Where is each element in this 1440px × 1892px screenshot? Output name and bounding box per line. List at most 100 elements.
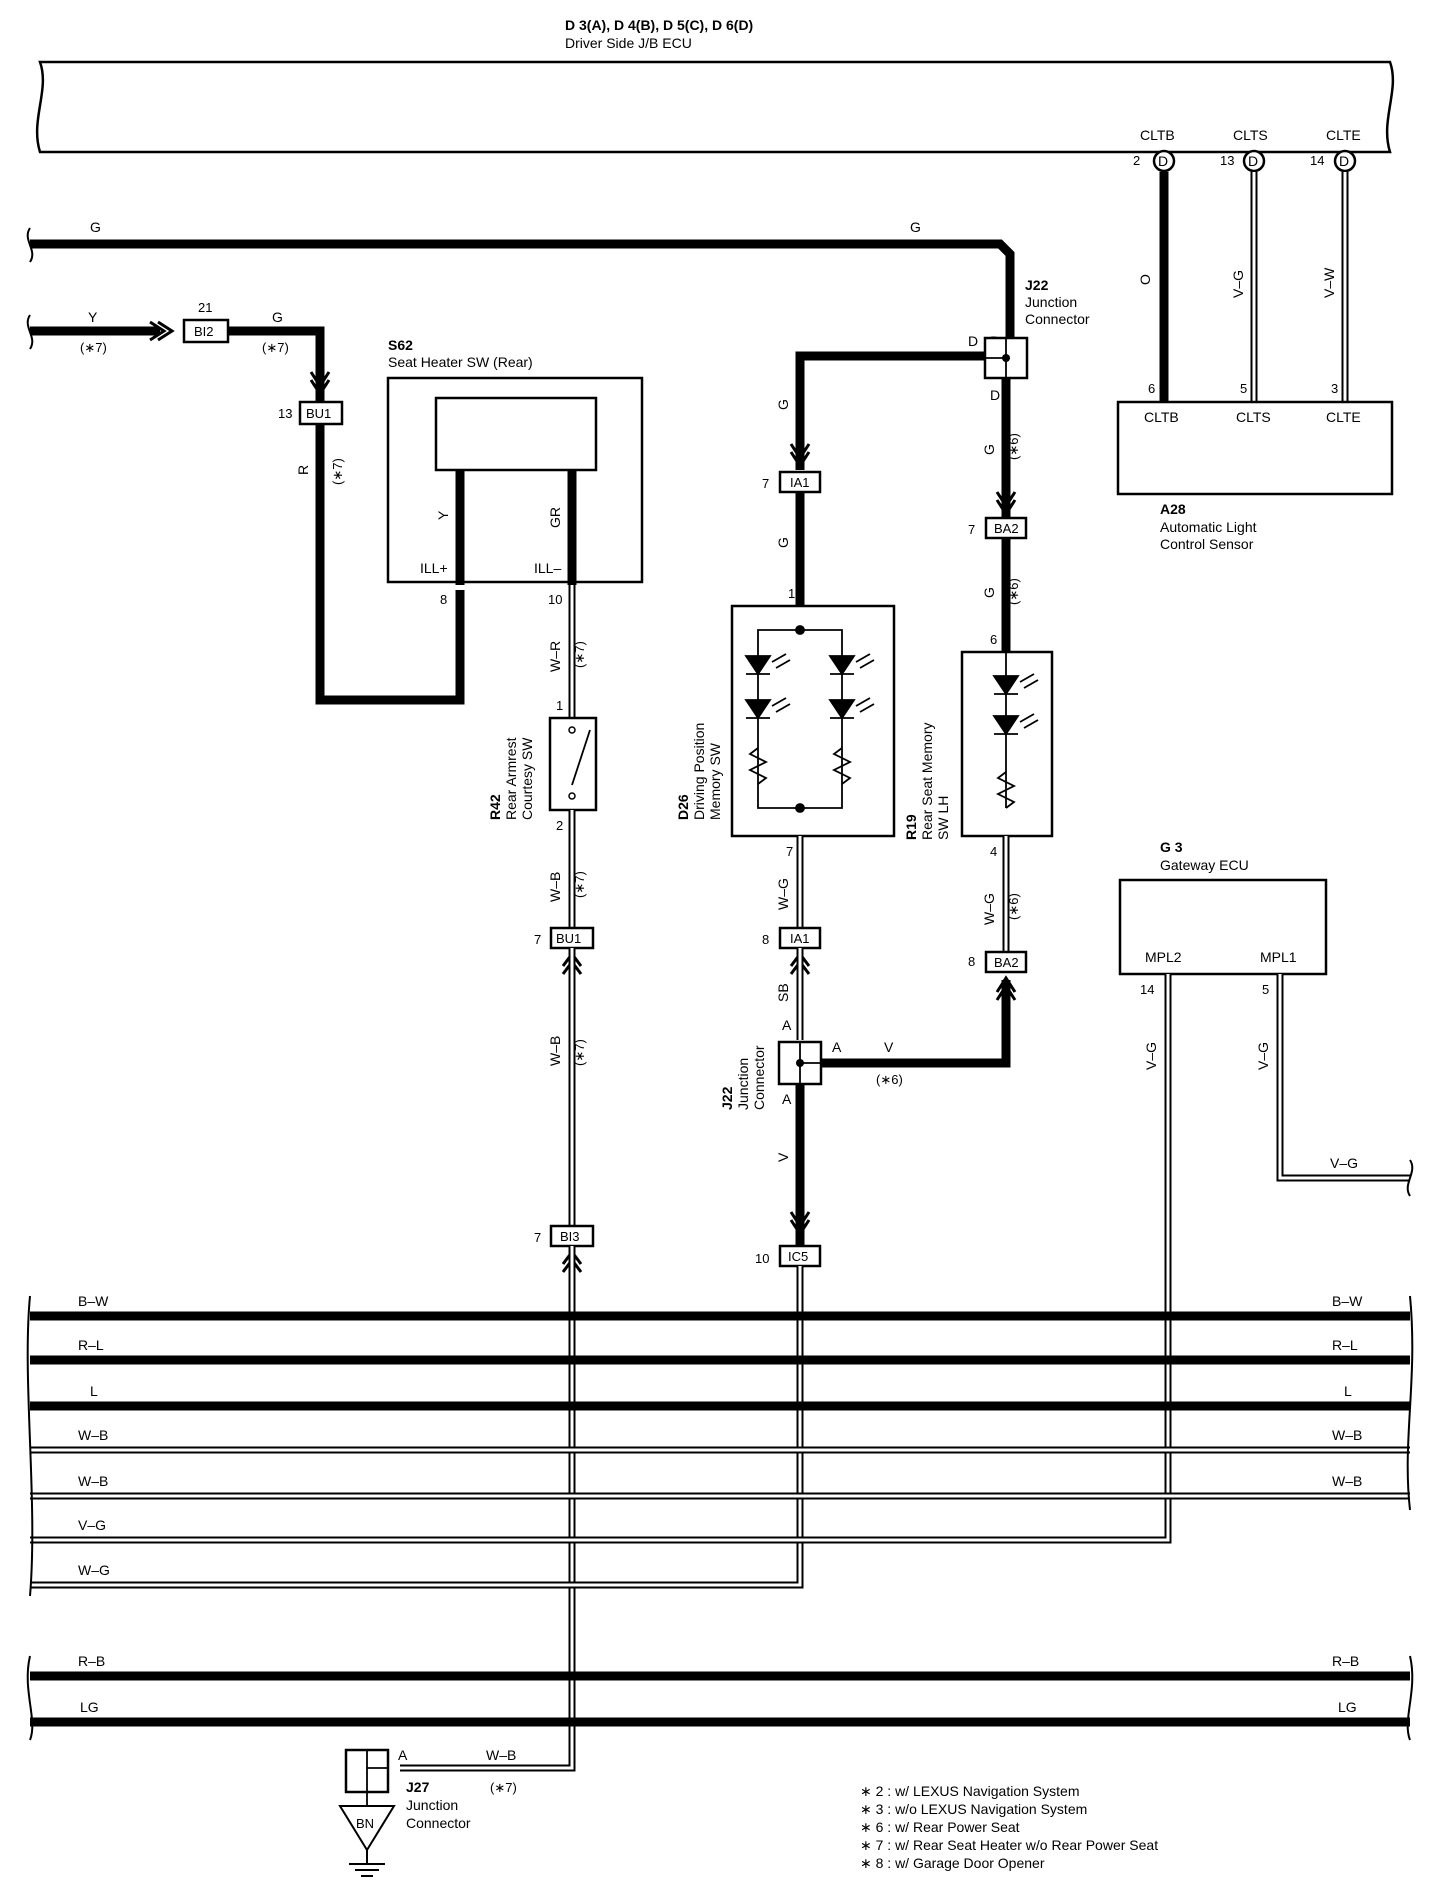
ba2-pin: 7 [968,522,975,537]
wire-note-r19: (∗6) [1006,578,1021,605]
r42-name1: Rear Armrest [503,737,519,820]
bus-r-l: R–L R–L [30,1337,1410,1365]
svg-text:LG: LG [80,1699,99,1715]
wire-label-sb: SB [775,983,791,1002]
svg-text:LG: LG [1338,1699,1357,1715]
svg-text:CLTE: CLTE [1326,127,1361,143]
wire-note-w-b-1: (∗7) [572,871,587,898]
s62-lamp [434,396,598,472]
wire-r [315,424,465,705]
wire-label-g-left: G [90,219,101,235]
wire-label-s62-y: Y [435,510,451,520]
ic5-pin: 10 [755,1251,769,1266]
svg-text:R–L: R–L [78,1337,104,1353]
arrow [789,443,811,469]
wire-label-v-g-right: V–G [1330,1155,1358,1171]
wire-ic5-down [30,1266,804,1589]
svg-text:CLTS: CLTS [1233,127,1268,143]
d26-pin1: 1 [788,586,795,601]
note-3: ∗ 3 : w/o LEXUS Navigation System [860,1801,1087,1817]
g3-pin5: 5 [1262,982,1269,997]
wire-label-o: O [1137,274,1153,285]
svg-text:R–L: R–L [1332,1337,1358,1353]
bu1b-pin: 7 [534,932,541,947]
bus-b-w: B–W B–W [30,1293,1410,1321]
j22-mid-name2: Connector [751,1045,767,1110]
bus-v-g-label: V–G [78,1517,106,1533]
wire-w-b-3 [400,1246,576,1772]
wire-note-r: (∗7) [330,458,345,485]
wire-g-bu1 [228,326,325,405]
wire-g-top [30,239,1015,350]
wire-label-j27-w-b: W–B [486,1747,516,1763]
wire-label-r: R [295,465,311,475]
wire-label-v-g-1: V–G [1143,1042,1159,1070]
svg-text:D: D [1248,153,1258,169]
a28-sig-clts: CLTS [1236,409,1271,425]
a28-sig-cltb: CLTB [1144,409,1179,425]
wire-note-j27: (∗7) [490,1780,517,1795]
wire-v-g-mpl1 [1276,974,1410,1182]
wire-note-y: (∗7) [80,340,107,355]
bus-w-b-2: W–B W–B [30,1473,1410,1500]
j27-id: J27 [406,1779,430,1795]
r19-pin4: 4 [990,844,997,859]
note-2: ∗ 2 : w/ LEXUS Navigation System [860,1783,1079,1799]
note-7: ∗ 7 : w/ Rear Seat Heater w/o Rear Power… [860,1837,1158,1853]
a28-box [1116,400,1394,496]
wire-label-g-bi2: G [272,309,283,325]
a28-id: A28 [1160,501,1186,517]
arrow [995,975,1017,1001]
bi2-label: BI2 [194,324,214,339]
a28-name1: Automatic Light [1160,519,1257,535]
ba2b-connector [984,950,1028,974]
g3-mpl2: MPL2 [1145,949,1182,965]
svg-text:R–B: R–B [78,1653,105,1669]
wire-note-w-r: (∗7) [572,641,587,668]
note-8: ∗ 8 : w/ Garage Door Opener [860,1855,1045,1871]
wire-note-ba2: (∗6) [1006,433,1021,460]
d26-id: D26 [675,794,691,820]
r19-name1: Rear Seat Memory [919,723,935,840]
wire-label-w-g-r19: W–G [981,893,997,925]
arrow [789,1211,811,1237]
arrow [995,491,1017,517]
svg-text:W–B: W–B [78,1473,108,1489]
note-6: ∗ 6 : w/ Rear Power Seat [860,1819,1020,1835]
a28-pin6: 6 [1148,381,1155,396]
j22-mid-pin-a-top: A [782,1017,792,1033]
bus-lg: LG LG [30,1699,1410,1727]
ia1-label: IA1 [790,475,810,490]
svg-text:B–W: B–W [1332,1293,1363,1309]
d26-pin7: 7 [786,844,793,859]
j22-top-pin-d-left: D [968,333,978,349]
a28-name2: Control Sensor [1160,536,1254,552]
ia1b-label: IA1 [790,931,810,946]
wire-label-w-b-1: W–B [547,872,563,902]
wire-label-g-ba2: G [981,444,997,455]
svg-text:13: 13 [1220,153,1234,168]
j27-pin-a: A [398,1747,408,1763]
wire-label-y: Y [88,309,98,325]
r19-name2: SW LH [935,796,951,840]
g3-pin14: 14 [1140,982,1154,997]
r19-pin6: 6 [990,632,997,647]
wire-label-g-d26: G [775,537,791,548]
bi2-pin: 21 [198,300,212,315]
wire-label-v-g: V–G [1230,270,1246,298]
svg-text:L: L [90,1383,98,1399]
svg-text:CLTB: CLTB [1140,127,1175,143]
wire-label-s62-gr: GR [547,507,563,528]
svg-text:2: 2 [1133,153,1140,168]
ecu-id: D 3(A), D 4(B), D 5(C), D 6(D) [565,17,753,33]
wire-label-v-g-2: V–G [1255,1042,1271,1070]
d26-led-network [744,625,875,813]
wire-note-w-g-r19: (∗6) [1006,893,1021,920]
ecu-body [35,60,1395,154]
g3-mpl1: MPL1 [1260,949,1297,965]
arrow [149,320,175,342]
bi3-label: BI3 [560,1229,580,1244]
r42-name2: Courtesy SW [519,737,535,820]
bu1-label: BU1 [306,406,331,421]
